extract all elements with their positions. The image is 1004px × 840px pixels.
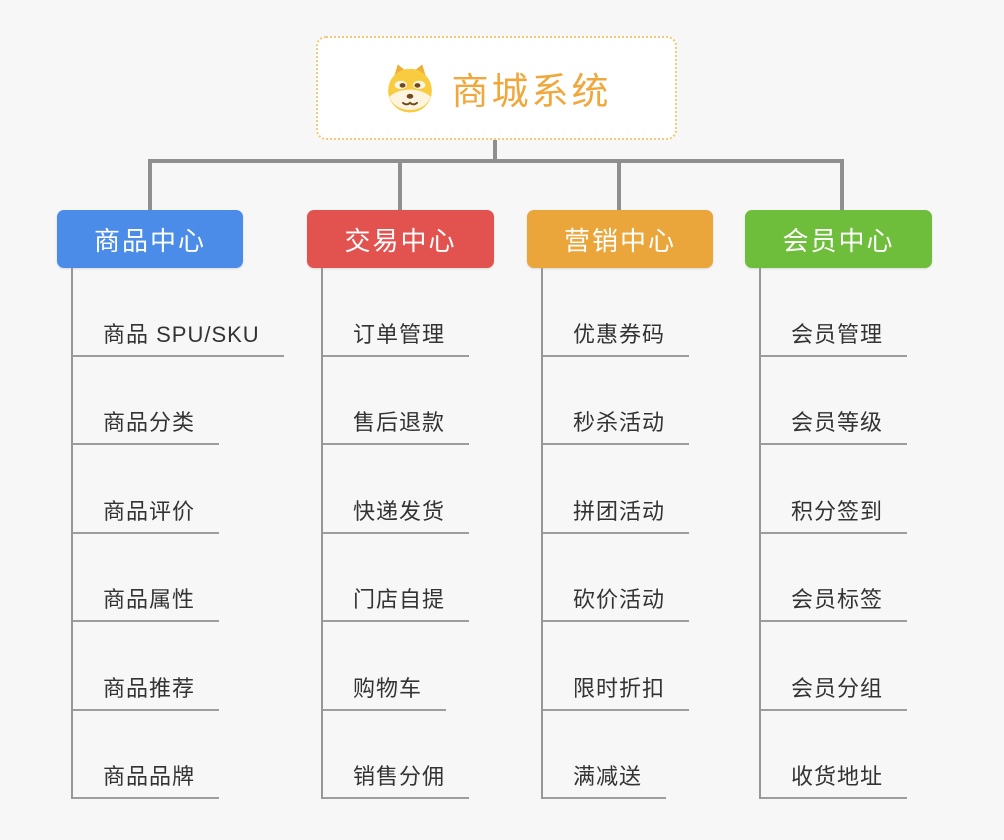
branch-header-member[interactable]: 会员中心 xyxy=(745,210,932,268)
leaf-node: 会员等级 xyxy=(761,357,932,445)
leaf-label[interactable]: 秒杀活动 xyxy=(543,405,690,445)
leaf-label[interactable]: 商品评价 xyxy=(73,494,220,534)
branch-trade-center: 交易中心 订单管理 售后退款 快递发货 门店自提 购物车 销售分佣 xyxy=(307,210,494,799)
leaf-label[interactable]: 收货地址 xyxy=(761,759,908,799)
leaf-label[interactable]: 会员管理 xyxy=(761,317,908,357)
leaf-node: 购物车 xyxy=(323,622,494,711)
leaf-label[interactable]: 拼团活动 xyxy=(543,494,690,534)
leaf-node: 商品 SPU/SKU xyxy=(73,268,284,357)
leaf-node: 商品推荐 xyxy=(73,622,243,711)
leaf-node: 门店自提 xyxy=(323,534,494,622)
leaf-label[interactable]: 购物车 xyxy=(323,671,447,711)
leaf-label[interactable]: 砍价活动 xyxy=(543,582,690,622)
branch-marketing-center: 营销中心 优惠券码 秒杀活动 拼团活动 砍价活动 限时折扣 满减送 xyxy=(527,210,713,799)
leaf-label[interactable]: 商品推荐 xyxy=(73,671,220,711)
branch-list-marketing: 优惠券码 秒杀活动 拼团活动 砍价活动 限时折扣 满减送 xyxy=(541,268,713,799)
leaf-node: 快递发货 xyxy=(323,445,494,534)
leaf-node: 秒杀活动 xyxy=(543,357,713,445)
leaf-label[interactable]: 商品品牌 xyxy=(73,759,220,799)
leaf-label[interactable]: 积分签到 xyxy=(761,494,908,534)
leaf-node: 满减送 xyxy=(543,711,713,799)
leaf-node: 订单管理 xyxy=(323,268,494,357)
leaf-node: 商品分类 xyxy=(73,357,243,445)
leaf-label[interactable]: 订单管理 xyxy=(323,317,470,357)
branch-list-trade: 订单管理 售后退款 快递发货 门店自提 购物车 销售分佣 xyxy=(321,268,494,799)
leaf-label[interactable]: 售后退款 xyxy=(323,405,470,445)
branch-member-center: 会员中心 会员管理 会员等级 积分签到 会员标签 会员分组 收货地址 xyxy=(745,210,932,799)
leaf-node: 会员管理 xyxy=(761,268,932,357)
doge-icon xyxy=(387,64,432,113)
leaf-label[interactable]: 会员等级 xyxy=(761,405,908,445)
leaf-node: 销售分佣 xyxy=(323,711,494,799)
leaf-node: 商品评价 xyxy=(73,445,243,534)
branch-product-center: 商品中心 商品 SPU/SKU 商品分类 商品评价 商品属性 商品推荐 商品品牌 xyxy=(57,210,284,799)
leaf-label[interactable]: 商品分类 xyxy=(73,405,220,445)
leaf-node: 会员分组 xyxy=(761,622,932,711)
branch-header-product[interactable]: 商品中心 xyxy=(57,210,243,268)
leaf-node: 积分签到 xyxy=(761,445,932,534)
root-node[interactable]: 商城系统 xyxy=(316,36,677,140)
branch-header-trade[interactable]: 交易中心 xyxy=(307,210,494,268)
leaf-label[interactable]: 商品属性 xyxy=(73,582,220,622)
branch-list-member: 会员管理 会员等级 积分签到 会员标签 会员分组 收货地址 xyxy=(759,268,932,799)
leaf-label[interactable]: 满减送 xyxy=(543,759,667,799)
leaf-node: 砍价活动 xyxy=(543,534,713,622)
leaf-label[interactable]: 优惠券码 xyxy=(543,317,690,357)
leaf-node: 商品属性 xyxy=(73,534,243,622)
leaf-label[interactable]: 门店自提 xyxy=(323,582,470,622)
leaf-label[interactable]: 会员标签 xyxy=(761,582,908,622)
leaf-label[interactable]: 销售分佣 xyxy=(323,759,470,799)
branch-list-product: 商品 SPU/SKU 商品分类 商品评价 商品属性 商品推荐 商品品牌 xyxy=(71,268,284,799)
leaf-label[interactable]: 快递发货 xyxy=(323,494,470,534)
leaf-label[interactable]: 商品 SPU/SKU xyxy=(73,317,284,357)
leaf-node: 商品品牌 xyxy=(73,711,243,799)
leaf-node: 拼团活动 xyxy=(543,445,713,534)
leaf-node: 优惠券码 xyxy=(543,268,713,357)
leaf-node: 收货地址 xyxy=(761,711,932,799)
branch-header-marketing[interactable]: 营销中心 xyxy=(527,210,713,268)
root-title: 商城系统 xyxy=(451,71,612,112)
leaf-label[interactable]: 会员分组 xyxy=(761,671,908,711)
leaf-node: 限时折扣 xyxy=(543,622,713,711)
leaf-label[interactable]: 限时折扣 xyxy=(543,671,690,711)
leaf-node: 会员标签 xyxy=(761,534,932,622)
leaf-node: 售后退款 xyxy=(323,357,494,445)
